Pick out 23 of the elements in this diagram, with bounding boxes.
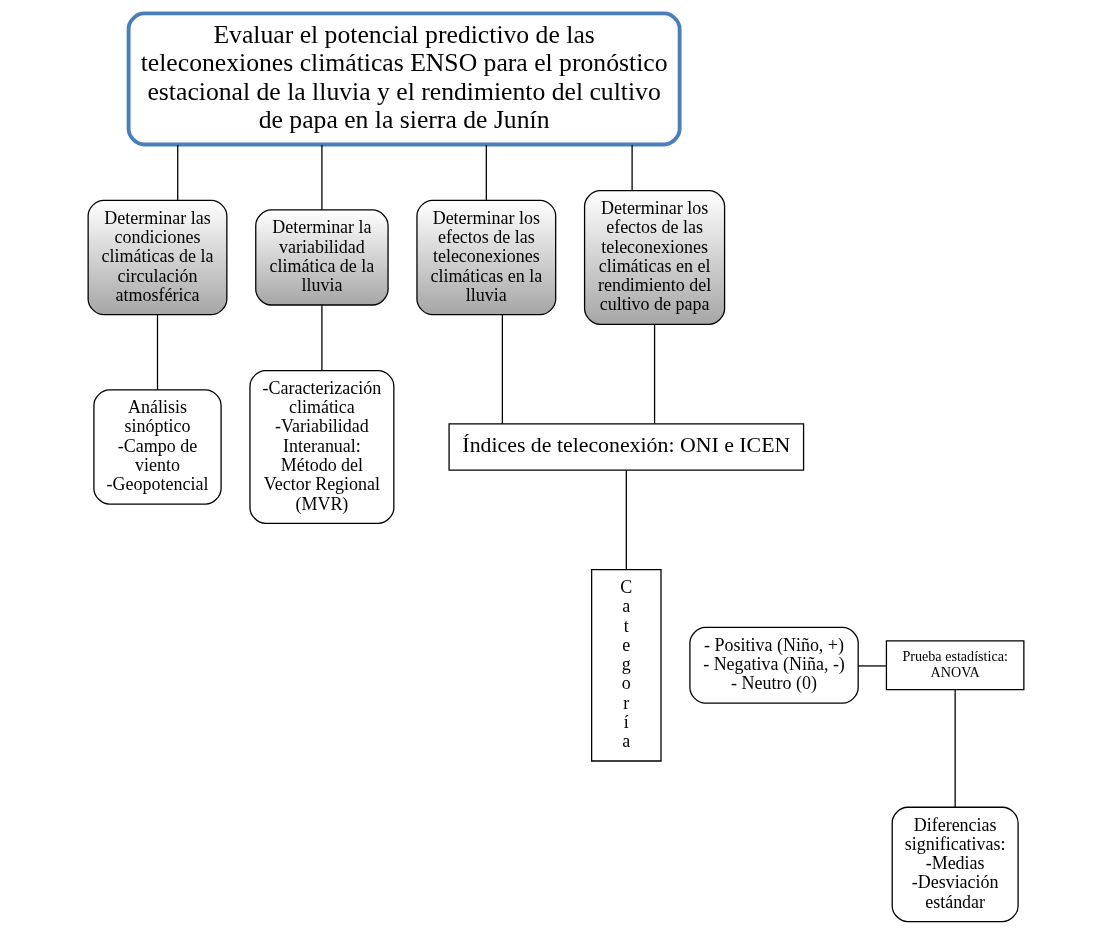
node-box: Índices de teleconexión: ONI e ICEN bbox=[447, 423, 804, 471]
node-box: Determinar las condiciones climáticas de la circulación atmosférica bbox=[87, 199, 227, 316]
connector bbox=[653, 323, 655, 425]
node-box: Diferencias significativas: -Medias -Desviación estándar bbox=[891, 806, 1019, 923]
node-box: Análisis sinóptico -Campo de viento -Geopotencial bbox=[92, 389, 222, 505]
node-box: Determinar los efectos de las teleconexiones climáticas en la lluvia bbox=[415, 199, 556, 316]
connector bbox=[485, 144, 487, 201]
node-box: Determinar los efectos de las teleconexiones climáticas en el rendimiento del cultivo de papa bbox=[583, 190, 725, 325]
connector bbox=[176, 144, 178, 201]
node-box: - Positiva (Niño, +) - Negativa (Niña, -) - Neutro (0) bbox=[688, 626, 859, 704]
node-box: -Caracterización climática -Variabilidad Interanual: Método del Vector Regional (MVR) bbox=[248, 369, 394, 524]
connector bbox=[954, 689, 956, 808]
connector bbox=[630, 144, 633, 192]
node-box: Prueba estadística: ANOVA bbox=[885, 640, 1024, 691]
connector bbox=[857, 665, 887, 667]
connector bbox=[501, 314, 503, 425]
connector bbox=[320, 144, 323, 211]
node-box: Determinar la variabilidad climática de la lluvia bbox=[254, 209, 389, 306]
connector bbox=[156, 314, 158, 391]
connector bbox=[320, 304, 323, 372]
connector bbox=[625, 469, 627, 571]
node-box: Evaluar el potencial predictivo de las teleconexiones climáticas ENSO para el pronóstico estacional de la lluvia y el rendimiento del cultivo de papa en la sierra de Junín bbox=[126, 11, 682, 147]
node-box: Categoría bbox=[590, 568, 662, 762]
